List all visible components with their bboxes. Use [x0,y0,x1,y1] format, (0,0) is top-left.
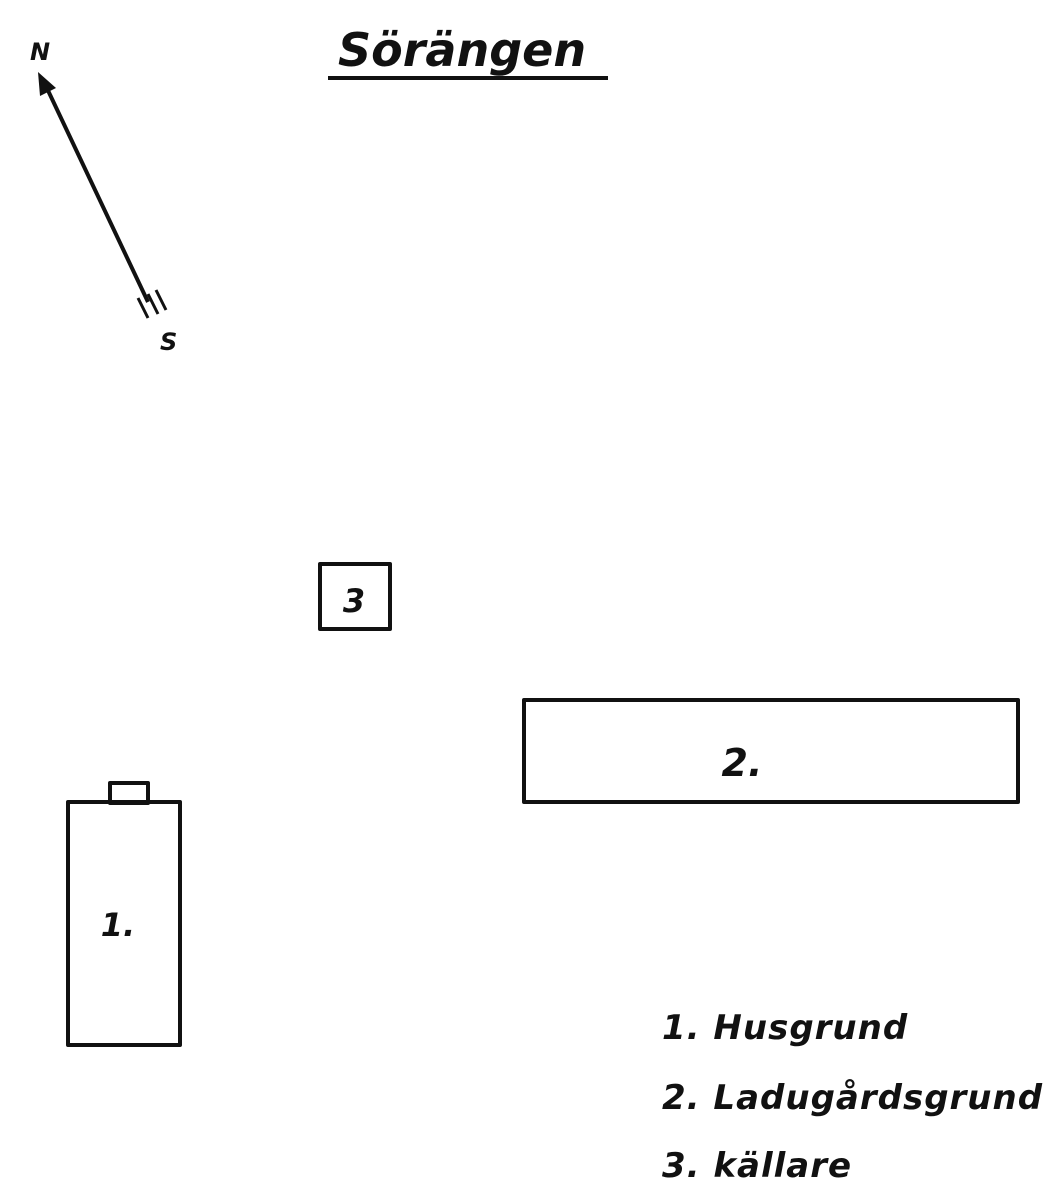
structure-2-barn-foundation: 2. [522,698,1020,804]
legend-number: 1. [662,1008,701,1048]
compass-tail-tick [136,297,150,319]
structure-1-house-foundation: 1. [66,781,182,1047]
arrow-head-icon [38,72,56,96]
structure-3-label: 3 [343,582,365,620]
legend-item-3: 3. källare [662,1146,852,1186]
structure-2-label: 2. [722,741,763,785]
legend-number: 2. [662,1078,701,1118]
barn-foundation-outline [522,698,1020,804]
compass-north-label: N [30,38,50,66]
cellar-outline [318,562,392,631]
legend-number: 3. [662,1146,701,1186]
structure-1-label: 1. [101,906,135,944]
compass-tail-tick [146,293,160,315]
legend-item-1: 1. Husgrund [662,1008,908,1048]
legend-text: Ladugårdsgrund [713,1078,1044,1118]
compass-tail-tick [154,289,168,311]
plan-title: Sörängen [338,23,586,77]
house-foundation-outline [66,800,182,1047]
compass-south-label: S [160,328,177,356]
compass-line [42,81,150,303]
legend-item-2: 2. Ladugårdsgrund [662,1078,1043,1118]
north-arrow: N S [30,38,177,356]
legend-text: Husgrund [713,1008,909,1048]
legend-text: källare [713,1146,853,1186]
structure-3-cellar: 3 [318,562,392,631]
